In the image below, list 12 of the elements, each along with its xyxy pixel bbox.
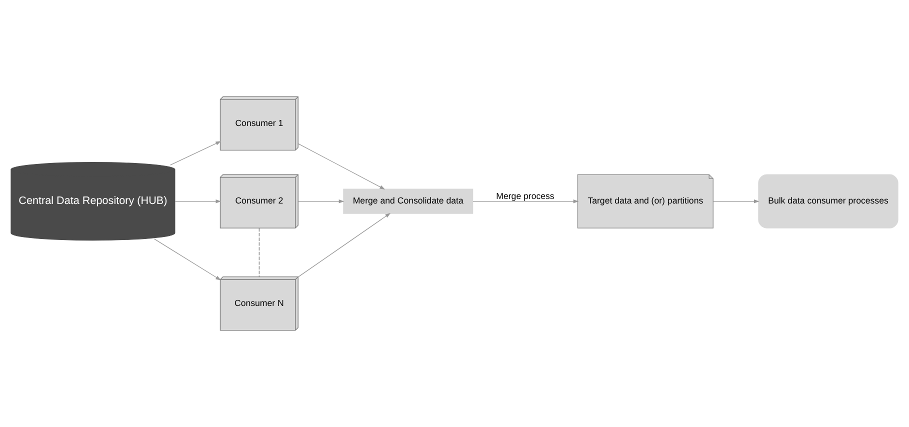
arrow (174, 199, 222, 204)
connector (258, 228, 260, 278)
arrow (712, 199, 760, 204)
arrow (298, 199, 344, 204)
node-box: Bulk data consumer processes (758, 174, 898, 228)
arrow (170, 141, 222, 166)
arrow (298, 212, 391, 278)
edge-label: Merge process (496, 190, 554, 201)
arrow (298, 143, 386, 190)
node-box: Merge and Consolidate data (343, 188, 474, 214)
arrow (472, 199, 579, 204)
arrow (154, 238, 222, 280)
